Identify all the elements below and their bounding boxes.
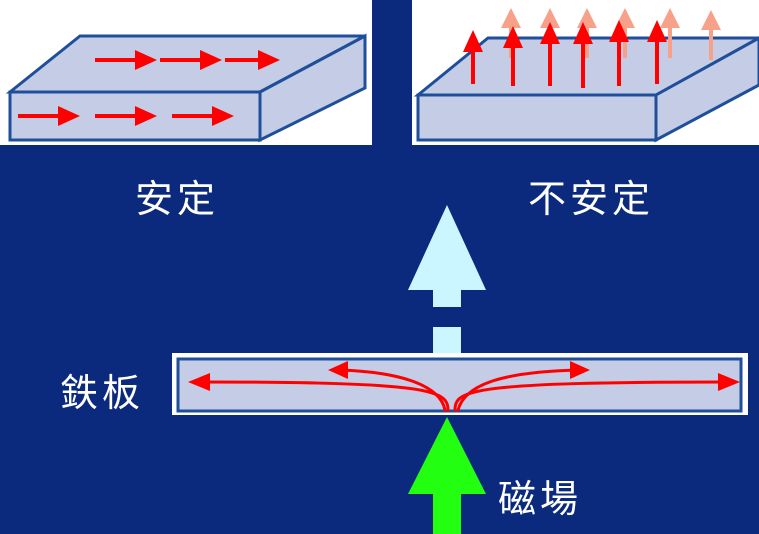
iron-plate-label: 鉄板	[60, 371, 145, 415]
iron-plate-field-lines	[198, 368, 730, 412]
magnetic-field-arrow	[408, 417, 486, 534]
iron-plate-arrowheads	[188, 361, 740, 391]
stable-plate	[5, 33, 367, 143]
unstable-plate	[413, 36, 759, 143]
unstable-label: 不安定	[528, 177, 655, 221]
upward-arrow	[408, 205, 486, 355]
stable-magnetization-arrows	[18, 50, 280, 126]
stable-label: 安定	[135, 177, 220, 221]
magnetic-field-label: 磁場	[498, 477, 583, 521]
unstable-front-arrows	[463, 20, 667, 88]
